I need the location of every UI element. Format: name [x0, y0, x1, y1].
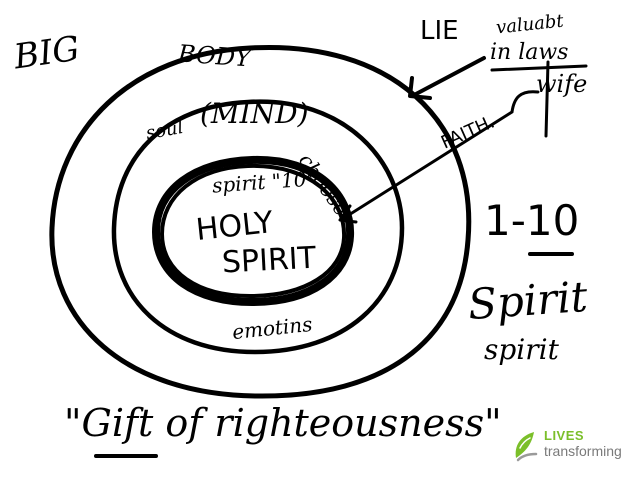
inlaws-underline: [490, 64, 588, 72]
label-wife: wife: [536, 70, 588, 98]
label-mind: (MIND): [200, 97, 309, 130]
outer-circle-body: [49, 44, 472, 399]
arrow-shaft: [414, 56, 486, 96]
label-gift-of-righteousness: "Gift of righteousness": [64, 401, 502, 445]
label-spirit-caps: SPIRIT: [221, 240, 317, 281]
faith-line-head: [338, 204, 358, 224]
arrow-head: [408, 76, 432, 100]
label-lie: LIE: [420, 16, 459, 46]
label-holy: HOLY: [194, 205, 275, 248]
middle-circle-soul: [111, 99, 405, 355]
logo-leaf-icon: [515, 432, 538, 462]
logo-transforming-text: transforming: [544, 443, 622, 459]
label-big: BIG: [11, 28, 83, 78]
label-inlaws: in laws: [490, 40, 569, 65]
label-spirit-big: Spirit: [466, 271, 590, 330]
wife-vertical-stroke: [544, 60, 550, 138]
label-spirit-small: spirit: [484, 333, 559, 366]
inner-circle-spirit: [151, 155, 355, 307]
label-scale: 1-10: [484, 196, 580, 245]
label-body: BODY: [177, 39, 252, 73]
logo-lives-text: LIVES: [544, 428, 585, 443]
inner-circle-overstroke: [159, 163, 347, 299]
lives-transforming-logo: LIVES transforming: [512, 426, 632, 466]
faith-line: [342, 90, 540, 220]
